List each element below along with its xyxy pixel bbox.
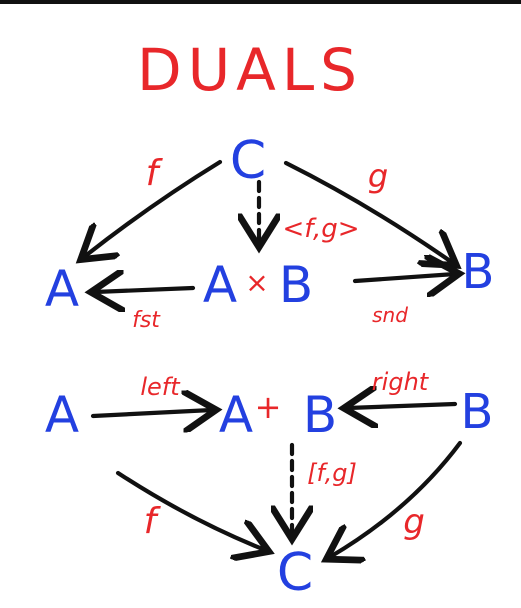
product-label-fst: fst xyxy=(132,308,161,333)
coproduct-label-left: left xyxy=(140,373,181,401)
coproduct-label-copair: [f,g] xyxy=(307,459,357,487)
product-object-b-center: B xyxy=(279,256,313,314)
product-arrow-snd xyxy=(352,274,455,281)
product-label-snd: snd xyxy=(372,303,408,327)
coproduct-label-right: right xyxy=(372,368,430,396)
coproduct-label-f: f xyxy=(144,501,162,542)
product-object-a-center: A xyxy=(203,256,237,314)
product-label-pair: <f,g> xyxy=(282,214,359,244)
coproduct-object-b-right: B xyxy=(461,384,494,440)
coproduct-diagram: A A + B B C left right [f,g] f g xyxy=(45,368,494,603)
title: DUALS xyxy=(137,36,363,104)
product-diagram: C A A × B B f g <f,g> fst snd xyxy=(45,131,495,333)
product-arrow-f xyxy=(84,159,223,257)
product-arrow-fst xyxy=(95,288,196,292)
top-border xyxy=(0,0,521,4)
product-times-sign: × xyxy=(245,266,268,299)
coproduct-object-c: C xyxy=(277,543,313,603)
coproduct-arrow-left xyxy=(90,410,212,416)
coproduct-object-a-center: A xyxy=(219,386,253,444)
product-object-b-right: B xyxy=(462,244,495,300)
coproduct-object-b-center: B xyxy=(303,386,337,444)
product-object-a-left: A xyxy=(45,260,79,318)
product-label-f: f xyxy=(146,153,164,194)
coproduct-object-a-left: A xyxy=(45,386,79,444)
coproduct-arrow-f xyxy=(115,470,265,550)
coproduct-plus-sign: + xyxy=(255,388,282,426)
product-label-g: g xyxy=(368,157,388,195)
coproduct-label-g: g xyxy=(403,502,425,542)
product-arrow-g xyxy=(283,160,453,263)
coproduct-arrow-g xyxy=(330,440,463,557)
coproduct-arrow-right xyxy=(348,404,458,408)
